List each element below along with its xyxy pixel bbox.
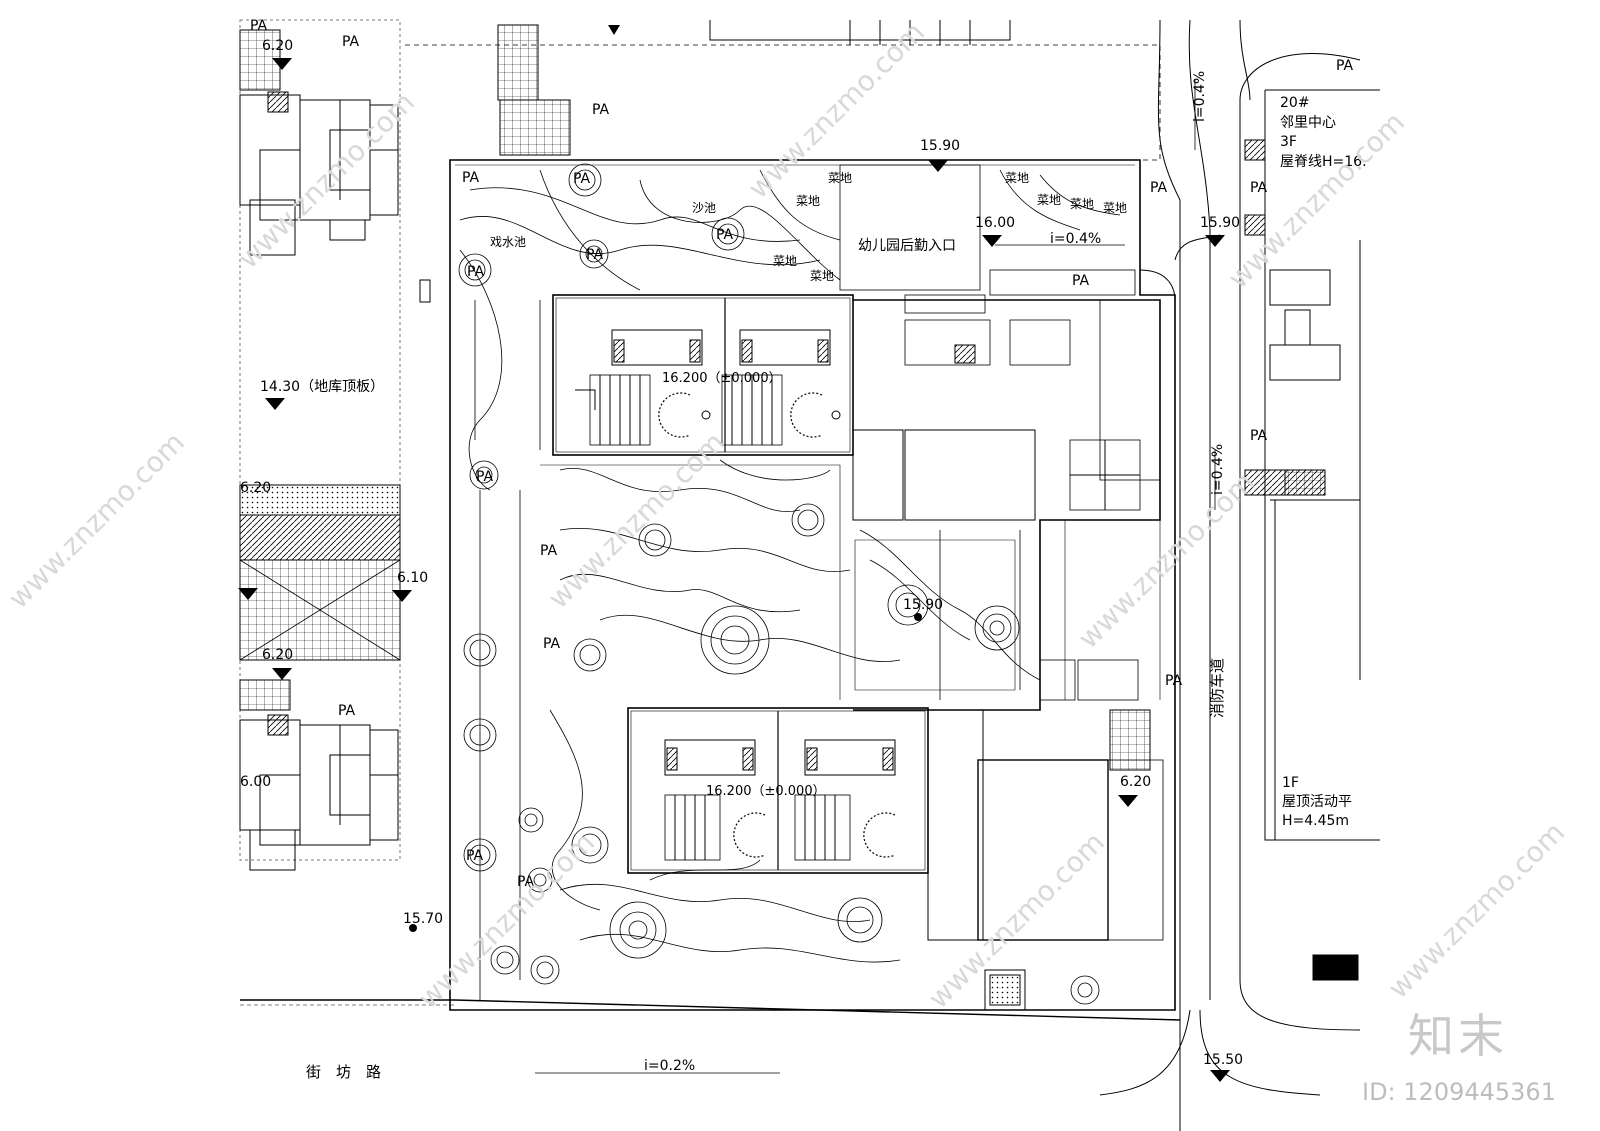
elevation-entrance: 16.00 bbox=[975, 215, 1015, 231]
slope-entrance: i=0.4% bbox=[1050, 231, 1101, 247]
parking-ramp bbox=[239, 484, 401, 661]
pa-labels: PA PA PA PA PA PA PA PA PA PA PA PA PA P… bbox=[250, 18, 1354, 890]
vegplot-label-1: 菜地 bbox=[828, 171, 852, 185]
main-labels: 幼儿园后勤入口 14.30（地库顶板） 街 坊 路 16.200（±0.000）… bbox=[260, 238, 1226, 1081]
elevation-center: 15.90 bbox=[903, 597, 943, 613]
elevation-bottom-right: 15.50 bbox=[1203, 1052, 1243, 1068]
pa-label-10: PA bbox=[1150, 180, 1168, 196]
b20-ridge: 屋脊线H=16. bbox=[1280, 154, 1367, 170]
vegplot-label-5: 菜地 bbox=[1005, 171, 1029, 185]
building-20-labels: 20# 邻里中心 3F 屋脊线H=16. 1F 屋顶活动平 H=4.45m bbox=[1280, 95, 1367, 829]
roads bbox=[1099, 19, 1361, 1131]
pa-label-6: PA bbox=[716, 227, 734, 243]
building-20 bbox=[1244, 89, 1380, 981]
elevation-markers bbox=[238, 25, 1230, 1082]
watermark-5: www.znzmo.com bbox=[542, 426, 731, 615]
elevation-a: 6.20 bbox=[262, 38, 293, 54]
sandpit-label: 沙池 bbox=[692, 201, 716, 215]
roof-height: H=4.45m bbox=[1282, 813, 1349, 829]
pa-label-16: PA bbox=[543, 636, 561, 652]
pa-label-19: PA bbox=[466, 848, 484, 864]
kindergarten-upper bbox=[552, 294, 854, 456]
floor-level-lower: 16.200（±0.000） bbox=[706, 784, 826, 799]
elevation-610: 6.10 bbox=[397, 570, 428, 586]
elevation-top: 15.90 bbox=[920, 138, 960, 154]
basement-roof-label: 14.30（地库顶板） bbox=[260, 379, 384, 395]
b20-floors: 3F bbox=[1280, 134, 1297, 150]
pa-label-15: PA bbox=[540, 543, 558, 559]
pa-label-20: PA bbox=[517, 874, 535, 890]
pa-label-8: PA bbox=[467, 264, 485, 280]
pa-label-14: PA bbox=[476, 469, 494, 485]
elevation-left-bottom: 15.70 bbox=[403, 911, 443, 927]
pa-label-3: PA bbox=[592, 102, 610, 118]
elevation-labels: 15.90 16.00 15.90 15.90 15.70 15.50 6.20… bbox=[240, 38, 1243, 1068]
pa-label-11: PA bbox=[1250, 180, 1268, 196]
fire-lane-label: 消防车道 bbox=[1208, 658, 1226, 718]
kindergarten-core bbox=[852, 269, 1161, 771]
kindergarten-lower bbox=[627, 707, 1164, 1011]
vegplot-label-4: 菜地 bbox=[810, 269, 834, 283]
pa-label-18: PA bbox=[338, 703, 356, 719]
pa-label-12: PA bbox=[1072, 273, 1090, 289]
watermark-6: www.znzmo.com bbox=[1072, 466, 1261, 655]
elevation-right-top: 15.90 bbox=[1200, 215, 1240, 231]
roof-floor: 1F bbox=[1282, 775, 1299, 791]
vegplot-label-6: 菜地 bbox=[1037, 193, 1061, 207]
pa-label-17: PA bbox=[1165, 673, 1183, 689]
watermark-3: www.znzmo.com bbox=[1222, 106, 1411, 295]
pa-label-13: PA bbox=[1250, 428, 1268, 444]
top-building bbox=[497, 20, 1011, 156]
elevation-600-left: 6.00 bbox=[240, 774, 271, 790]
landscape-labels: 沙池 戏水池 菜地 菜地 菜地 菜地 菜地 菜地 菜地 菜地 bbox=[490, 171, 1127, 283]
pa-label-4: PA bbox=[462, 170, 480, 186]
watermark-4: www.znzmo.com bbox=[2, 426, 191, 615]
rear-entrance-label: 幼儿园后勤入口 bbox=[858, 238, 956, 254]
watermarks: www.znzmo.com www.znzmo.com www.znzmo.co… bbox=[2, 16, 1571, 1015]
elevation-620-right: 6.20 bbox=[1120, 774, 1151, 790]
left-residential bbox=[239, 19, 401, 871]
vegplot-label-8: 菜地 bbox=[1103, 201, 1127, 215]
slope-street: i=0.2% bbox=[644, 1058, 695, 1074]
elevation-b: 6.20 bbox=[240, 480, 271, 496]
watermark-9: www.znzmo.com bbox=[1382, 816, 1571, 1005]
watermark-id: ID: 1209445361 bbox=[1362, 1078, 1556, 1106]
slope-fire-lane: i=0.4% bbox=[1210, 444, 1226, 495]
pa-label-7: PA bbox=[586, 247, 604, 263]
waterplay-label: 戏水池 bbox=[490, 235, 526, 249]
pa-label-2: PA bbox=[342, 34, 360, 50]
street-label: 街 坊 路 bbox=[306, 1063, 381, 1081]
elevation-c: 6.20 bbox=[262, 647, 293, 663]
slope-top-road: i=0.4% bbox=[1192, 71, 1208, 122]
slope-labels: i=0.4% i=0.4% i=0.4% i=0.2% bbox=[644, 71, 1226, 1074]
vegplot-label-2: 菜地 bbox=[796, 194, 820, 208]
b20-name: 邻里中心 bbox=[1280, 115, 1336, 131]
pa-label-5: PA bbox=[573, 171, 591, 187]
watermark-logo: 知末 bbox=[1408, 1009, 1508, 1063]
slope-arrows bbox=[535, 80, 1216, 1074]
floor-level-upper: 16.200（±0.000） bbox=[662, 371, 782, 386]
roof-name: 屋顶活动平 bbox=[1282, 794, 1352, 810]
vegplot-label-3: 菜地 bbox=[773, 254, 797, 268]
b20-title: 20# bbox=[1280, 95, 1310, 111]
tree-pods bbox=[458, 163, 1100, 1005]
pa-label-9: PA bbox=[1336, 58, 1354, 74]
vegplot-label-7: 菜地 bbox=[1070, 197, 1094, 211]
pa-label-1: PA bbox=[250, 18, 268, 34]
